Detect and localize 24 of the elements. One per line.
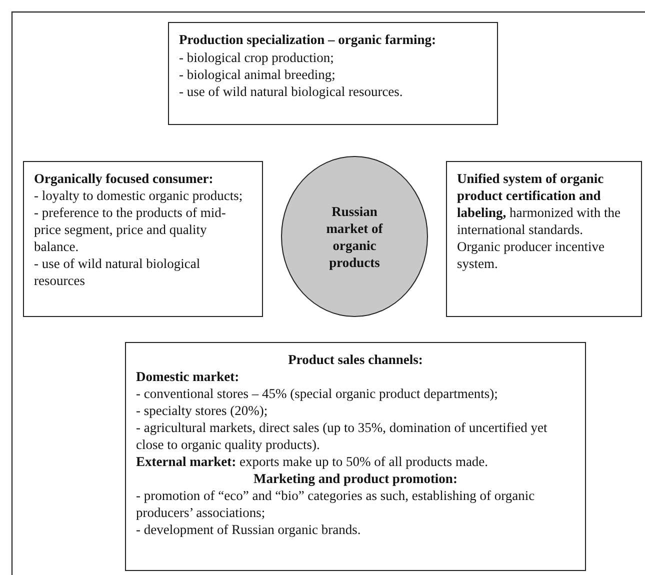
heading: Organically focused consumer: (34, 170, 214, 187)
circle-label: Russian market of organic products (325, 202, 384, 270)
list-item: - specialty stores (20%); (136, 402, 269, 419)
list-item: - biological crop production; (179, 49, 335, 66)
list-item: - conventional stores – 45% (special organic product departments); (136, 385, 499, 402)
list-item: - agricultural markets, direct sales (up to 35%, domination of uncertified yet close to organic quality products). (136, 419, 548, 453)
heading: Product sales channels: (287, 351, 424, 368)
list-item: - biological animal breeding; (179, 66, 336, 83)
content-box (168, 22, 498, 125)
body-text: Unified system of organic product certification and labeling, harmonized with the international standards. (457, 170, 622, 238)
heading: Domestic market: (136, 368, 240, 385)
content-box (23, 161, 263, 317)
heading: Marketing and product promotion: (252, 470, 458, 487)
body-text: Organic producer incentive system. (457, 238, 606, 272)
list-item: - promotion of “eco” and “bio” categories as such, establishing of organic producers’ associations; (136, 487, 536, 521)
list-item: - loyalty to domestic organic products; (34, 187, 244, 204)
list-item: - use of wild natural biological resources (34, 255, 202, 289)
list-item: - development of Russian organic brands. (136, 521, 362, 538)
content-box (446, 161, 642, 317)
list-item: - use of wild natural biological resources. (179, 83, 404, 100)
body-text: External market: exports make up to 50% of all products made. (136, 453, 490, 470)
content-box (125, 342, 586, 571)
list-item: - preference to the products of mid-price segment, price and quality balance. (34, 204, 227, 255)
heading: Production specialization – organic farming: (179, 31, 437, 48)
